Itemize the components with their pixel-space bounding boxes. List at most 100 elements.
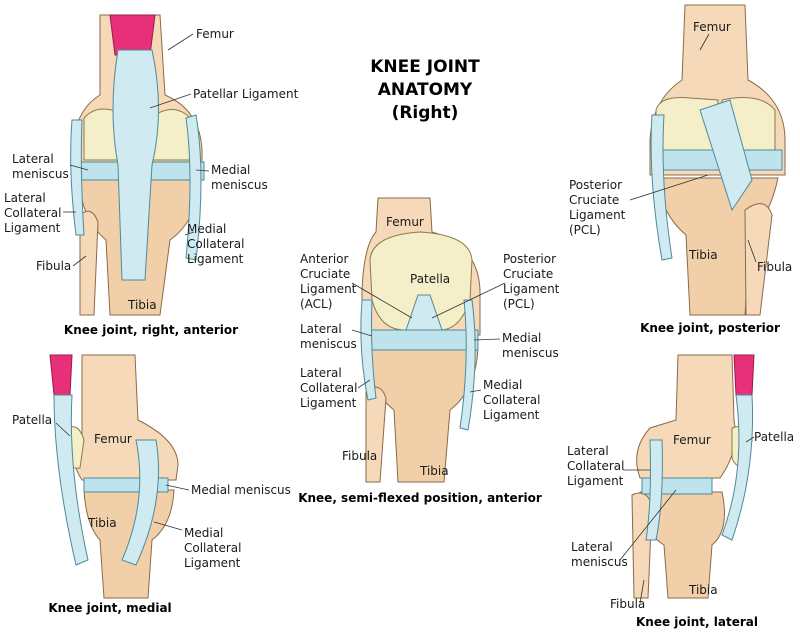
label-lat-patella: Patella xyxy=(754,430,794,444)
label-ant-medial-meniscus-1: Medial xyxy=(211,163,250,177)
leader-sf-lcl xyxy=(357,379,371,389)
label-lat-lcl-3: Ligament xyxy=(567,474,624,488)
label-lat-tibia: Tibia xyxy=(688,583,718,597)
posterior-fibula-bone xyxy=(744,203,773,316)
leader-ant-femur xyxy=(167,33,194,51)
label-med-mcl-2: Collateral xyxy=(184,541,241,555)
semiflexed-cruciate-ligaments xyxy=(405,294,443,331)
posterior-labels: Femur Posterior Cruciate Ligament (PCL) … xyxy=(569,20,792,274)
posterior-illustration xyxy=(649,4,786,316)
label-ant-mcl-3: Ligament xyxy=(187,252,244,266)
posterior-lateral-band xyxy=(650,114,673,261)
label-ant-lcl-3: Ligament xyxy=(4,221,61,235)
leader-sf-pcl xyxy=(431,282,506,319)
label-sf-tibia: Tibia xyxy=(419,464,449,478)
lateral-fibula-bone xyxy=(631,492,653,599)
label-ant-tibia: Tibia xyxy=(127,298,157,312)
label-ant-femur: Femur xyxy=(196,27,234,41)
semiflexed-menisci xyxy=(363,329,479,351)
semiflexed-illustration xyxy=(360,197,481,483)
label-sf-lcl-1: Lateral xyxy=(300,366,342,380)
label-ant-lateral-meniscus-2: meniscus xyxy=(12,167,69,181)
leader-ant-lateral-meniscus xyxy=(69,164,89,171)
label-sf-lcl-3: Ligament xyxy=(300,396,357,410)
label-med-meniscus: Medial meniscus xyxy=(191,483,291,497)
title-block: KNEE JOINT ANATOMY (Right) xyxy=(370,57,480,123)
panel-semiflexed: Femur Patella Anterior Cruciate Ligament… xyxy=(298,197,560,505)
lateral-quadriceps-muscle xyxy=(733,354,755,396)
label-sf-lcl-2: Collateral xyxy=(300,381,357,395)
label-sf-acl-4: (ACL) xyxy=(300,297,332,311)
label-ant-mcl-2: Collateral xyxy=(187,237,244,251)
leader-ant-patellar-ligament xyxy=(149,93,192,109)
label-med-mcl-1: Medial xyxy=(184,526,223,540)
anterior-lateral-collateral-ligament xyxy=(70,119,85,236)
label-lat-lcl-1: Lateral xyxy=(567,444,609,458)
label-lat-fibula: Fibula xyxy=(610,597,645,611)
semiflexed-patella xyxy=(369,231,473,331)
label-sf-pcl-4: (PCL) xyxy=(503,297,535,311)
label-med-femur: Femur xyxy=(94,432,132,446)
panel-lateral: Femur Patella Lateral Collateral Ligamen… xyxy=(567,354,794,629)
caption-medial: Knee joint, medial xyxy=(48,601,171,615)
label-sf-lateral-meniscus-1: Lateral xyxy=(300,322,342,336)
lateral-patellar-tendon xyxy=(721,394,754,541)
semiflexed-leaders xyxy=(351,282,506,393)
lateral-leaders xyxy=(619,436,755,604)
medial-illustration xyxy=(49,354,179,599)
label-ant-lateral-meniscus-1: Lateral xyxy=(12,152,54,166)
leader-post-femur xyxy=(699,33,710,51)
label-sf-medial-meniscus-1: Medial xyxy=(502,331,541,345)
leader-sf-lateral-meniscus xyxy=(351,329,373,337)
semiflexed-fibula-bone xyxy=(365,386,387,483)
anterior-medial-collateral-ligament xyxy=(185,114,202,261)
label-ant-lcl-2: Collateral xyxy=(4,206,61,220)
posterior-cruciate-ligament xyxy=(699,99,753,212)
label-sf-pcl-3: Ligament xyxy=(503,282,560,296)
title-line-1: KNEE JOINT xyxy=(370,57,480,77)
label-med-mcl-3: Ligament xyxy=(184,556,241,570)
posterior-leaders xyxy=(629,33,757,263)
leader-ant-fibula xyxy=(72,255,87,267)
leader-post-pcl xyxy=(629,174,709,201)
label-ant-medial-meniscus-2: meniscus xyxy=(211,178,268,192)
leader-sf-acl xyxy=(351,282,413,319)
leader-med-mcl xyxy=(153,521,183,531)
label-post-femur: Femur xyxy=(693,20,731,34)
medial-patellar-tendon xyxy=(53,394,89,566)
medial-labels: Patella Femur Medial meniscus Tibia Medi… xyxy=(12,413,291,570)
medial-quadriceps-muscle xyxy=(49,354,73,396)
anterior-quadriceps-muscle xyxy=(109,14,156,56)
leader-sf-medial-meniscus xyxy=(473,338,501,341)
label-sf-acl-2: Cruciate xyxy=(300,267,350,281)
medial-leaders xyxy=(55,422,190,531)
panel-medial: Patella Femur Medial meniscus Tibia Medi… xyxy=(12,354,291,615)
label-post-pcl-2: Cruciate xyxy=(569,193,619,207)
anterior-labels: Femur Patellar Ligament Lateral meniscus… xyxy=(4,27,299,312)
panel-anterior: Femur Patellar Ligament Lateral meniscus… xyxy=(4,14,299,337)
semiflexed-medial-collateral xyxy=(459,299,476,431)
anterior-patellar-ligament xyxy=(112,49,159,281)
anterior-fibula-bone xyxy=(79,210,99,316)
label-post-tibia: Tibia xyxy=(688,248,718,262)
label-ant-mcl-1: Medial xyxy=(187,222,226,236)
label-sf-mcl-1: Medial xyxy=(483,378,522,392)
label-post-pcl-3: Ligament xyxy=(569,208,626,222)
semiflexed-labels: Femur Patella Anterior Cruciate Ligament… xyxy=(300,215,560,478)
leader-med-patella xyxy=(55,422,71,437)
leader-ant-medial-meniscus xyxy=(195,169,210,172)
leader-sf-mcl xyxy=(469,389,482,393)
title-line-2: ANATOMY xyxy=(378,80,473,100)
label-lat-meniscus-2: meniscus xyxy=(571,555,628,569)
label-post-fibula: Fibula xyxy=(757,260,792,274)
title-line-3: (Right) xyxy=(392,103,459,123)
label-sf-mcl-3: Ligament xyxy=(483,408,540,422)
label-lat-meniscus-1: Lateral xyxy=(571,540,613,554)
label-sf-acl-1: Anterior xyxy=(300,252,349,266)
lateral-collateral-ligament xyxy=(645,439,663,541)
caption-posterior: Knee joint, posterior xyxy=(640,321,780,335)
leader-lat-fibula xyxy=(639,579,645,604)
semiflexed-lateral-collateral xyxy=(360,299,377,401)
leader-ant-mcl xyxy=(184,231,195,236)
